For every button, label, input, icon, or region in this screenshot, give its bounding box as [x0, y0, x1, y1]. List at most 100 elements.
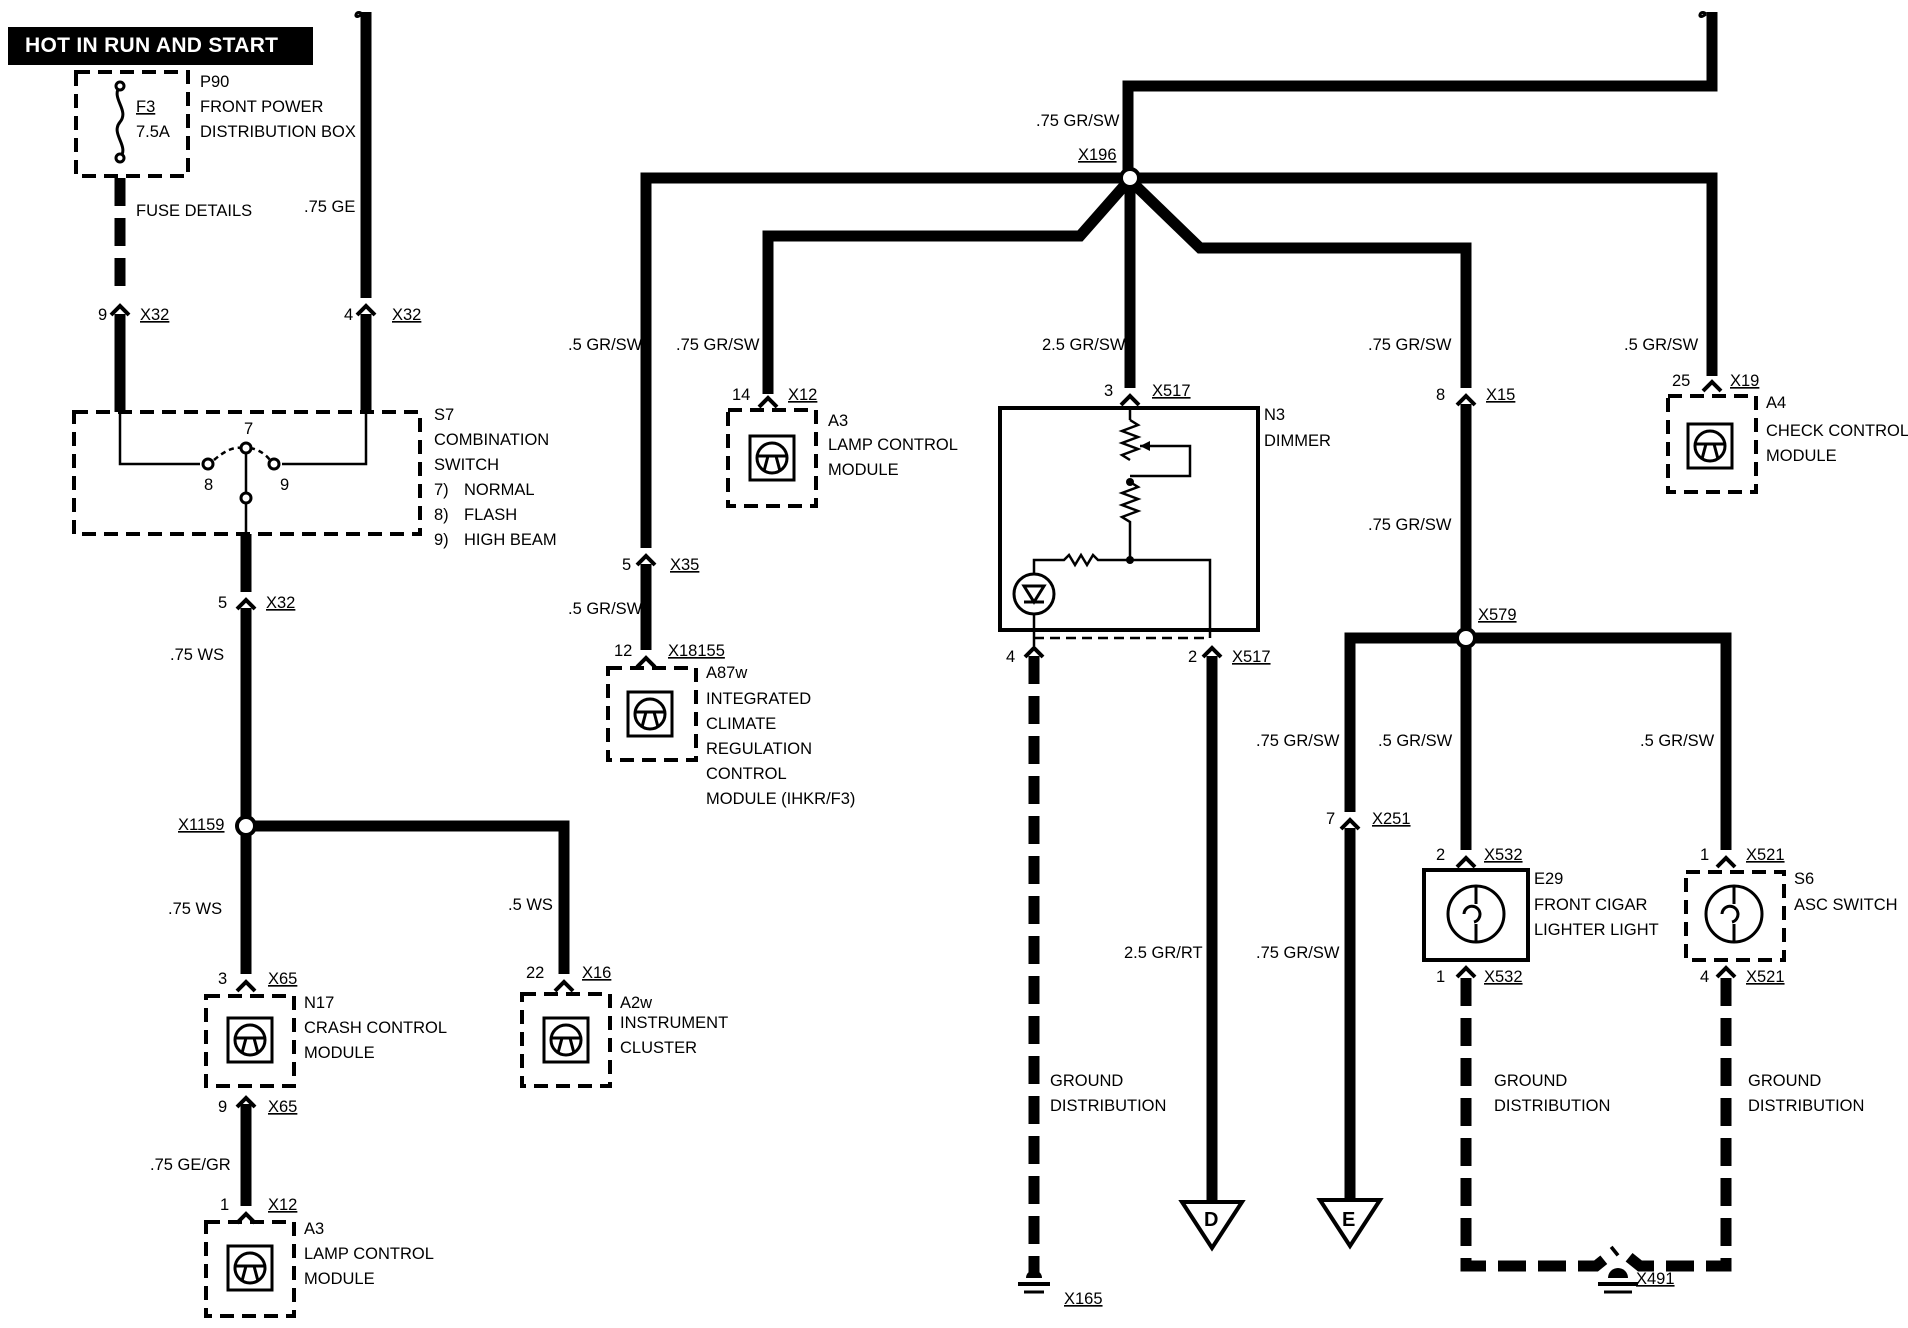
svg-text:7: 7 [244, 420, 253, 438]
fuse-details-label: FUSE DETAILS [136, 202, 252, 220]
svg-text:CHECK CONTROL: CHECK CONTROL [1766, 422, 1908, 440]
fuse-element [115, 85, 125, 159]
svg-text:X35: X35 [670, 556, 699, 574]
svg-text:14: 14 [732, 386, 750, 404]
climate-control-module [606, 666, 698, 762]
splice-x196 [1119, 167, 1141, 189]
svg-text:X15: X15 [1486, 386, 1515, 404]
svg-text:.75 GR/SW: .75 GR/SW [676, 336, 760, 354]
svg-text:X1159: X1159 [178, 816, 225, 834]
svg-text:X196: X196 [1078, 146, 1117, 164]
svg-text:MODULE: MODULE [1766, 447, 1837, 465]
wire-main-feed [1122, 12, 1718, 176]
svg-text:.5 GR/SW: .5 GR/SW [1378, 732, 1453, 750]
svg-text:.5 GR/SW: .5 GR/SW [568, 600, 643, 618]
svg-text:CRASH CONTROL: CRASH CONTROL [304, 1019, 447, 1037]
svg-text:REGULATION: REGULATION [706, 740, 812, 758]
svg-text:X19: X19 [1730, 372, 1759, 390]
svg-text:X18155: X18155 [668, 642, 725, 660]
svg-text:FRONT CIGAR: FRONT CIGAR [1534, 896, 1647, 914]
svg-text:X12: X12 [788, 386, 817, 404]
svg-text:INSTRUMENT: INSTRUMENT [620, 1014, 728, 1032]
svg-text:GROUND: GROUND [1748, 1072, 1821, 1090]
svg-text:A4: A4 [1766, 394, 1786, 412]
svg-text:MODULE: MODULE [304, 1044, 375, 1062]
svg-text:CLIMATE: CLIMATE [706, 715, 776, 733]
svg-text:X16: X16 [582, 964, 611, 982]
svg-text:INTEGRATED: INTEGRATED [706, 690, 811, 708]
fuse-box-name: FRONT POWER [200, 98, 324, 116]
dimmer-id: N3 [1264, 406, 1285, 424]
fuse-box [74, 70, 190, 178]
svg-text:MODULE: MODULE [304, 1270, 375, 1288]
svg-text:2.5 GR/SW: 2.5 GR/SW [1042, 336, 1126, 354]
svg-text:CLUSTER: CLUSTER [620, 1039, 697, 1057]
svg-text:2.5 GR/RT: 2.5 GR/RT [1124, 944, 1203, 962]
splice-x579 [1455, 627, 1477, 649]
svg-text:LIGHTER LIGHT: LIGHTER LIGHT [1534, 921, 1659, 939]
svg-text:X65: X65 [268, 970, 297, 988]
svg-text:1: 1 [220, 1196, 229, 1214]
svg-text:5: 5 [218, 594, 227, 612]
svg-text:X517: X517 [1232, 648, 1271, 666]
svg-text:MODULE (IHKR/F3): MODULE (IHKR/F3) [706, 790, 855, 808]
svg-text:A3: A3 [304, 1220, 324, 1238]
lamp-control-module-top [726, 408, 818, 508]
svg-text:D: D [1204, 1209, 1218, 1231]
svg-text:3: 3 [1104, 382, 1113, 400]
svg-text:GROUND: GROUND [1494, 1072, 1567, 1090]
svg-text:3: 3 [218, 970, 227, 988]
svg-text:X65: X65 [268, 1098, 297, 1116]
svg-text:5: 5 [622, 556, 631, 574]
svg-text:DISTRIBUTION: DISTRIBUTION [1748, 1097, 1864, 1115]
svg-text:NORMAL: NORMAL [464, 481, 535, 499]
svg-text:.75 GE/GR: .75 GE/GR [150, 1156, 231, 1174]
svg-text:N17: N17 [304, 994, 334, 1012]
fuse-box-id: P90 [200, 73, 229, 91]
svg-text:DISTRIBUTION: DISTRIBUTION [1050, 1097, 1166, 1115]
page-title: HOT IN RUN AND START [8, 27, 313, 65]
svg-text:4: 4 [1006, 648, 1015, 666]
svg-text:DIMMER: DIMMER [1264, 432, 1331, 450]
svg-text:.5 GR/SW: .5 GR/SW [1624, 336, 1699, 354]
connector-x32: X32 [140, 306, 169, 324]
crash-control-module [204, 994, 296, 1088]
svg-text:LAMP CONTROL: LAMP CONTROL [828, 436, 958, 454]
svg-text:X521: X521 [1746, 968, 1785, 986]
svg-text:FLASH: FLASH [464, 506, 517, 524]
lamp-control-module-bottom [204, 1220, 296, 1318]
svg-text:7: 7 [1326, 810, 1335, 828]
svg-text:22: 22 [526, 964, 544, 982]
svg-text:8: 8 [1436, 386, 1445, 404]
svg-text:HIGH BEAM: HIGH BEAM [464, 531, 557, 549]
svg-text:X521: X521 [1746, 846, 1785, 864]
cigar-lighter-light [1422, 868, 1530, 962]
ground-x165: X165 [1064, 1290, 1103, 1308]
svg-text:4: 4 [344, 306, 353, 324]
svg-text:X532: X532 [1484, 968, 1523, 986]
svg-text:8): 8) [434, 506, 449, 524]
svg-text:X532: X532 [1484, 846, 1523, 864]
svg-text:X251: X251 [1372, 810, 1411, 828]
svg-text:COMBINATION: COMBINATION [434, 431, 549, 449]
splice-x1159 [235, 815, 257, 837]
svg-text:2: 2 [1188, 648, 1197, 666]
fuse-rating: 7.5A [136, 123, 170, 141]
asc-switch [1684, 870, 1786, 962]
svg-text:1: 1 [1700, 846, 1709, 864]
svg-text:DISTRIBUTION: DISTRIBUTION [1494, 1097, 1610, 1115]
svg-text:2: 2 [1436, 846, 1445, 864]
svg-text:X517: X517 [1152, 382, 1191, 400]
svg-text:.75 GR/SW: .75 GR/SW [1256, 944, 1340, 962]
svg-text:9): 9) [434, 531, 449, 549]
svg-text:1: 1 [1436, 968, 1445, 986]
svg-text:12: 12 [614, 642, 632, 660]
svg-text:.75 WS: .75 WS [170, 646, 224, 664]
fuse-box-name-2: DISTRIBUTION BOX [200, 123, 356, 141]
svg-text:.75 GR/SW: .75 GR/SW [1256, 732, 1340, 750]
instrument-cluster [520, 992, 612, 1088]
svg-text:.5 GR/SW: .5 GR/SW [568, 336, 643, 354]
svg-text:MODULE: MODULE [828, 461, 899, 479]
fuse-id: F3 [136, 98, 155, 116]
